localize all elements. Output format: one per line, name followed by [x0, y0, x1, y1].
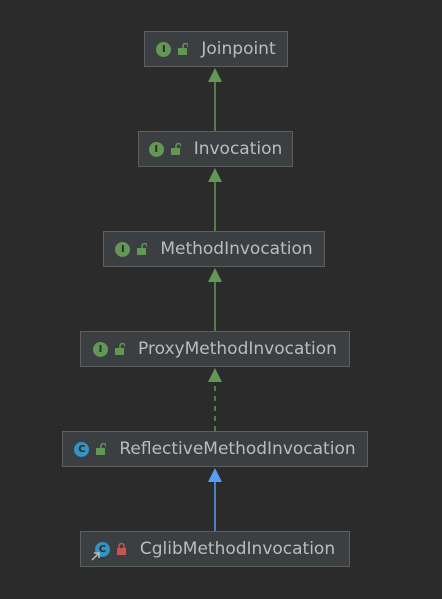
node-joinpoint[interactable]: I Joinpoint	[144, 31, 288, 67]
public-unlock-icon	[96, 443, 107, 455]
node-reflective-method-invocation[interactable]: C ReflectiveMethodInvocation	[62, 431, 368, 467]
node-label: ReflectiveMethodInvocation	[119, 438, 356, 459]
node-label: CglibMethodInvocation	[139, 538, 336, 559]
interface-icon: I	[148, 141, 164, 157]
edge-arrowhead	[208, 168, 222, 182]
node-invocation[interactable]: I Invocation	[138, 131, 293, 167]
edge-arrowhead	[208, 468, 222, 482]
public-unlock-icon	[178, 43, 189, 55]
inner-class-badge-icon	[91, 551, 100, 561]
class-icon: C	[91, 541, 110, 561]
node-label: Joinpoint	[201, 38, 276, 59]
edge-arrowhead	[208, 268, 222, 282]
node-proxy-method-invocation[interactable]: I ProxyMethodInvocation	[80, 331, 350, 367]
interface-icon: I	[93, 341, 109, 357]
edge-arrowhead	[208, 68, 222, 82]
interface-icon: I	[115, 241, 131, 257]
node-label: ProxyMethodInvocation	[138, 338, 337, 359]
interface-icon: I	[156, 41, 172, 57]
private-lock-icon	[116, 543, 126, 555]
edge-arrowhead	[208, 368, 222, 382]
node-label: MethodInvocation	[160, 238, 313, 259]
node-cglib-method-invocation[interactable]: C CglibMethodInvocation	[80, 531, 350, 567]
node-method-invocation[interactable]: I MethodInvocation	[103, 231, 325, 267]
node-label: Invocation	[193, 138, 283, 159]
public-unlock-icon	[170, 143, 181, 155]
public-unlock-icon	[137, 243, 148, 255]
public-unlock-icon	[115, 343, 126, 355]
class-icon: C	[74, 441, 90, 457]
